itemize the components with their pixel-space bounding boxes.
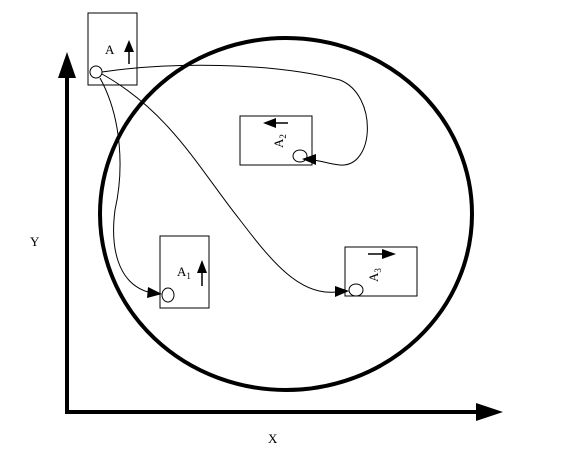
frame-a-box <box>87 12 138 86</box>
frame-a3: A3 <box>344 246 418 297</box>
frame-a-point <box>89 65 103 79</box>
axes: Y X <box>30 52 503 446</box>
frame-a3-point <box>348 283 364 297</box>
curve-a-to-a2-arrowhead <box>302 154 316 165</box>
frame-a1-point <box>161 287 175 303</box>
frame-a3-orientation-arrowhead <box>382 249 396 259</box>
frame-a3-subscript: 3 <box>373 268 383 273</box>
frame-a1-letter: A <box>177 264 187 279</box>
frame-a3-box <box>344 246 418 297</box>
frame-a2: A2 <box>239 115 313 166</box>
curve-a-to-a3 <box>101 73 337 293</box>
x-axis-arrowhead <box>476 403 503 421</box>
curve-a-to-a1 <box>99 77 149 293</box>
curve-a-to-a3-arrowhead <box>335 286 349 297</box>
frame-a1-subscript: 1 <box>186 271 191 281</box>
curve-a-to-a2 <box>101 64 368 166</box>
transform-curves <box>99 64 368 298</box>
frame-a: A <box>87 12 138 86</box>
y-axis-label: Y <box>30 234 40 249</box>
frame-a2-orientation-arrowhead <box>263 118 276 128</box>
frame-a2-letter: A <box>271 138 286 148</box>
frame-a3-letter: A <box>366 272 381 282</box>
frame-a2-label: A2 <box>271 134 288 148</box>
frame-a-label: A <box>105 42 115 57</box>
frame-a-orientation-arrowhead <box>124 40 134 52</box>
x-axis-label: X <box>268 431 278 446</box>
frame-a1-box <box>159 235 210 309</box>
frame-a1-orientation-arrowhead <box>197 260 207 273</box>
frame-a3-label: A3 <box>366 268 383 282</box>
y-axis-arrowhead <box>58 52 76 78</box>
curve-a-to-a1-arrowhead <box>147 287 162 298</box>
frame-a2-subscript: 2 <box>278 134 288 139</box>
frame-a1: A1 <box>159 235 210 309</box>
frame-a2-box <box>239 115 313 166</box>
workspace-ellipse <box>98 36 474 392</box>
frame-a1-label: A1 <box>177 264 191 281</box>
